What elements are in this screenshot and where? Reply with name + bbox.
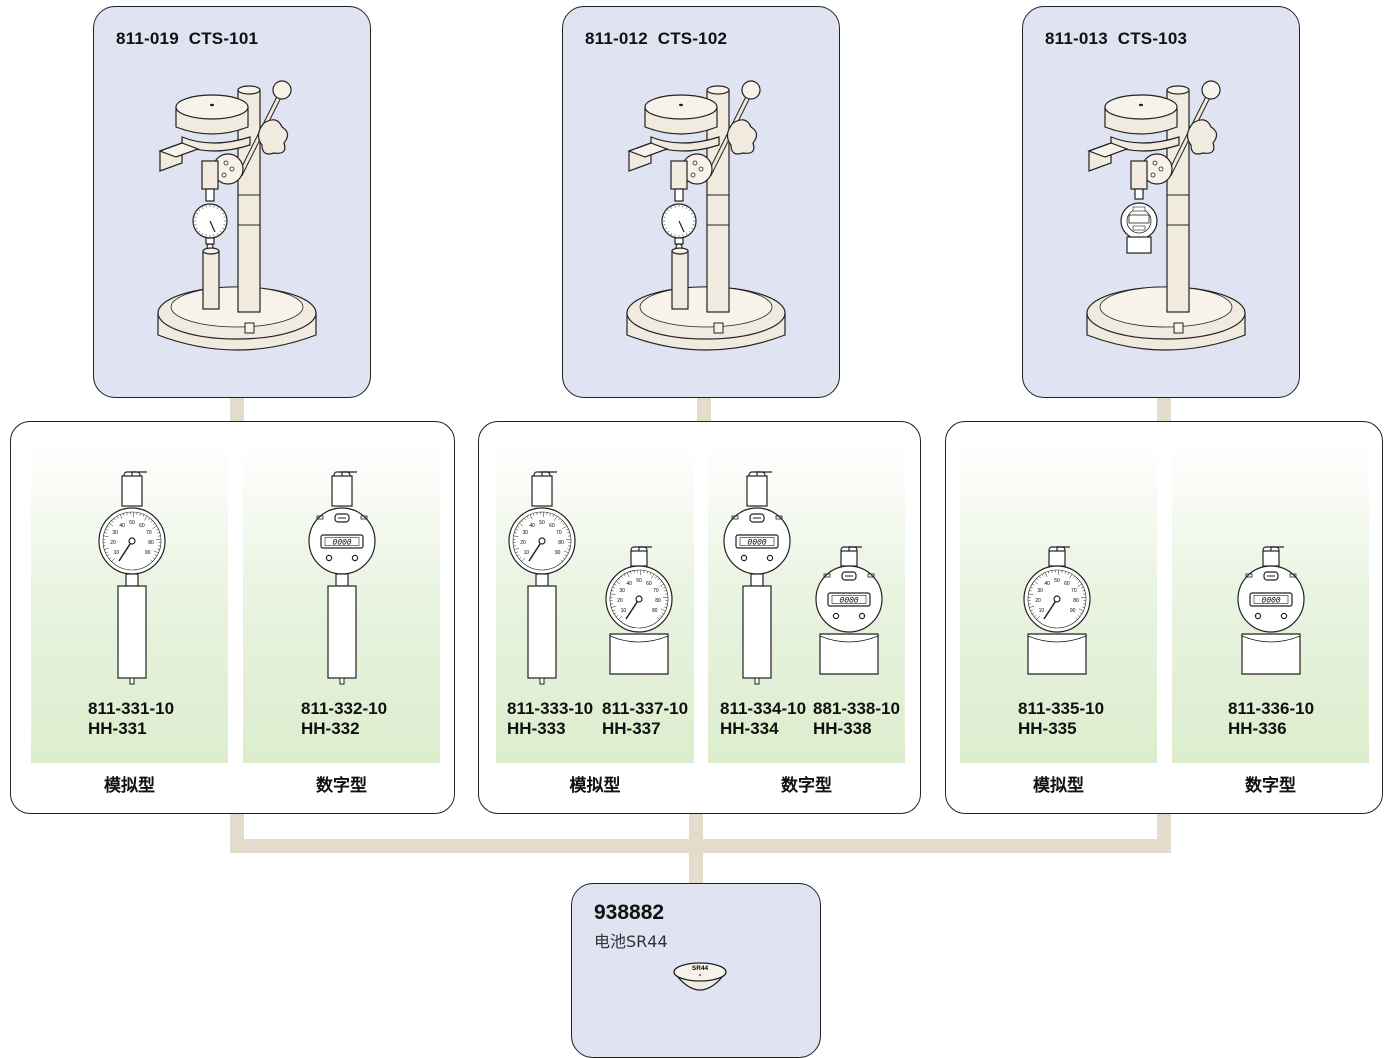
dial-tick-label: 40	[119, 523, 125, 529]
dial-tick-label: 70	[556, 530, 562, 536]
stand-card-1: 811-019 CTS-101	[93, 6, 371, 398]
dial-tick-label: 30	[112, 530, 118, 536]
panel-type-label: 数字型	[1172, 771, 1369, 796]
stand-title: 811-012 CTS-102	[585, 29, 727, 49]
dial-tick-label: 20	[617, 598, 623, 604]
dial-tick-label: 30	[1037, 588, 1043, 594]
dial-tick-label: 20	[520, 540, 526, 546]
dial-tick-label: 80	[655, 598, 661, 604]
panel-type-label: 模拟型	[960, 771, 1157, 796]
digital-gauge-illustration: 0000	[307, 470, 377, 710]
digital-gauge-illustration: 0000	[814, 544, 884, 684]
connector-stand1	[230, 397, 244, 423]
dial-tick-label: 90	[652, 608, 658, 614]
dial-tick-label: 50	[129, 520, 135, 526]
dial-tick-label: 50	[1054, 578, 1060, 584]
lcd-readout: 0000	[1261, 597, 1280, 606]
panel-type-label: 模拟型	[31, 771, 228, 796]
durometer-stand-illustration	[621, 65, 791, 385]
panel-type-label: 数字型	[243, 771, 440, 796]
dial-tick-label: 60	[139, 523, 145, 529]
dial-tick-label: 60	[1064, 581, 1070, 587]
battery-card: 938882 电池SR44 SR44	[571, 883, 821, 1058]
lcd-readout: 0000	[839, 597, 858, 606]
durometer-stand-illustration	[1081, 65, 1251, 385]
dial-tick-label: 40	[1044, 581, 1050, 587]
dial-tick-label: 70	[653, 588, 659, 594]
dial-tick-label: 60	[549, 523, 555, 529]
dial-tick-label: 20	[110, 540, 116, 546]
stand-title: 811-019 CTS-101	[116, 29, 258, 49]
battery-name: 电池SR44	[594, 928, 668, 952]
digital-gauge-illustration: 0000	[1236, 544, 1306, 684]
panel-type-label: 数字型	[708, 771, 905, 796]
battery-code: 938882	[594, 901, 664, 925]
dial-tick-label: 70	[146, 530, 152, 536]
lcd-readout: 0000	[332, 539, 351, 548]
dial-tick-label: 10	[621, 608, 627, 614]
dial-tick-label: 90	[555, 550, 561, 556]
dial-tick-label: 20	[1035, 598, 1041, 604]
dial-tick-label: 30	[522, 530, 528, 536]
dial-tick-label: 90	[1070, 608, 1076, 614]
dial-tick-label: 80	[1073, 598, 1079, 604]
dial-tick-label: 40	[529, 523, 535, 529]
connector-stand2	[697, 397, 711, 423]
stand-card-2: 811-012 CTS-102	[562, 6, 840, 398]
dial-tick-label: 10	[114, 550, 120, 556]
digital-gauge-illustration: 0000	[722, 470, 792, 710]
dial-tick-label: 80	[148, 540, 154, 546]
dial-tick-label: 80	[558, 540, 564, 546]
panel-type-label: 模拟型	[496, 771, 694, 796]
lcd-readout: 0000	[747, 539, 766, 548]
dial-tick-label: 30	[619, 588, 625, 594]
dial-tick-label: 90	[145, 550, 151, 556]
dial-tick-label: 10	[524, 550, 530, 556]
dial-tick-label: 70	[1071, 588, 1077, 594]
connector-stand3	[1157, 397, 1171, 423]
stand-card-3: 811-013 CTS-103	[1022, 6, 1300, 398]
battery-label: SR44	[692, 965, 709, 972]
dial-tick-label: 10	[1039, 608, 1045, 614]
dial-tick-label: 50	[636, 578, 642, 584]
dial-tick-label: 60	[646, 581, 652, 587]
dial-tick-label: 50	[539, 520, 545, 526]
dial-tick-label: 40	[626, 581, 632, 587]
durometer-stand-illustration	[152, 65, 322, 385]
connector-bus	[230, 839, 1171, 853]
battery-illustration: SR44	[670, 956, 730, 1000]
stand-title: 811-013 CTS-103	[1045, 29, 1187, 49]
